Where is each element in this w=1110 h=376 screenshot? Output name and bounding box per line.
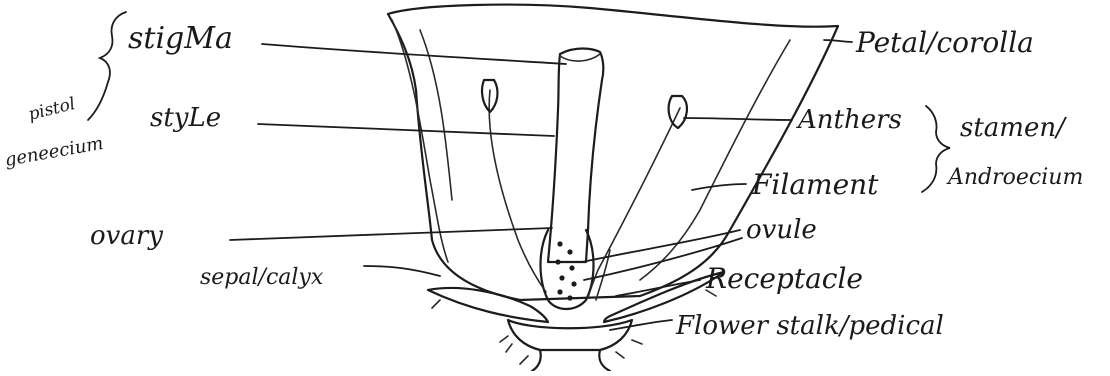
- leader-stalk: [610, 320, 672, 330]
- label-ovule: ovule: [746, 215, 817, 245]
- leader-sepal: [364, 266, 440, 276]
- label-gynoecium: geneecium: [3, 133, 105, 171]
- label-filament: Filament: [751, 168, 879, 201]
- label-pistol: pistol: [26, 94, 77, 125]
- label-flower-stalk: Flower stalk/pedical: [675, 311, 944, 341]
- label-stigma: stigMa: [128, 21, 233, 56]
- label-style: styLe: [150, 103, 221, 133]
- leader-ovary: [230, 228, 552, 240]
- ovules: [555, 241, 576, 300]
- label-sepal: sepal/calyx: [200, 265, 324, 290]
- brace-pistil: [88, 12, 126, 120]
- leader-style: [258, 124, 554, 136]
- label-stamen: stamen/: [960, 113, 1067, 143]
- labels: stigMa styLe pistol geneecium ovary sepa…: [3, 21, 1083, 341]
- label-petal: Petal/corolla: [855, 26, 1034, 59]
- flower-stalk: [532, 350, 610, 371]
- label-ovary: ovary: [90, 221, 163, 251]
- label-receptacle: Receptacle: [705, 262, 863, 295]
- stalk-hairs: [432, 290, 716, 364]
- pistil-style: [548, 49, 603, 263]
- stigma-cap: [560, 54, 600, 61]
- sepal-left: [428, 288, 548, 322]
- leader-filament: [692, 184, 746, 190]
- leader-stigma: [262, 44, 566, 64]
- brace-stamen: [922, 106, 950, 192]
- label-androecium: Androecium: [946, 165, 1083, 190]
- receptacle: [508, 320, 632, 350]
- label-anthers: Anthers: [796, 105, 902, 135]
- stamen-left-filament: [489, 90, 546, 292]
- leader-petal: [824, 40, 852, 42]
- leader-anthers: [684, 118, 792, 120]
